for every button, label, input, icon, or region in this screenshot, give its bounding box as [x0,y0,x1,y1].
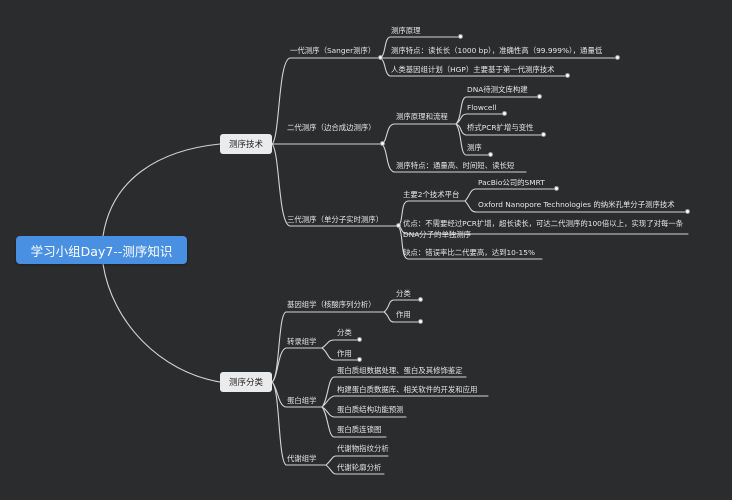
node-flow-bridge-pcr[interactable]: 桥式PCR扩增与变性 [467,123,534,132]
connector-meta-items [325,455,389,475]
expand-toggle-icon[interactable] [488,152,493,157]
connector-root-class [102,263,221,383]
expand-toggle-icon[interactable] [396,223,401,228]
node-platform-nanopore[interactable]: Oxford Nanopore Technologies 的纳米孔单分子测序技术 [478,200,675,209]
connector-platform-items [464,188,689,213]
expand-toggle-icon[interactable] [418,319,423,324]
expand-toggle-icon[interactable] [502,111,507,116]
connector-gen2-flow [381,123,457,145]
node-meta-profile[interactable]: 代谢轮廓分析 [337,463,382,472]
expand-toggle-icon[interactable] [541,132,546,137]
connector-trans-items [321,339,361,361]
node-gen2-flow[interactable]: 测序原理和流程 [396,112,448,121]
connector-root-tech [102,143,221,237]
node-gen1[interactable]: 一代测序（Sanger测序） [290,46,376,55]
expand-toggle-icon[interactable] [357,337,362,342]
expand-toggle-icon[interactable] [378,55,383,60]
node-flow-flowcell[interactable]: Flowcell [467,103,497,112]
node-trans-class[interactable]: 分类 [337,328,352,337]
connector-prot-items [321,376,489,438]
node-meta-fingerprint[interactable]: 代谢物指纹分析 [337,444,389,453]
node-prot-item-1[interactable]: 蛋白质组数据处理、蛋白及其修饰鉴定 [337,366,463,375]
connector-flow-items [455,96,545,156]
expand-toggle-icon[interactable] [418,297,423,302]
node-sequencing-class[interactable]: 测序分类 [220,372,272,392]
connector-class-meta [271,381,327,466]
node-gen1-feature[interactable]: 测序特点：读长长（1000 bp），准确性高（99.999%），通量低 [391,46,603,55]
node-platform-pacbio[interactable]: PacBio公司的SMRT [478,178,545,187]
node-genomics-class[interactable]: 分类 [396,289,411,298]
node-gen3-platforms[interactable]: 主要2个技术平台 [403,190,460,199]
node-flow-sequencing[interactable]: 测序 [467,143,482,152]
expand-toggle-icon[interactable] [685,209,690,214]
node-gen1-principle[interactable]: 测序原理 [391,26,421,35]
node-gen2-feature[interactable]: 测序特点：通量高、时间短、读长短 [396,161,515,170]
connector-tech-gen1 [271,57,381,145]
node-prot-item-2[interactable]: 构建蛋白质数据库、相关软件的开发和应用 [337,385,478,394]
node-genomics-role[interactable]: 作用 [396,310,411,319]
expand-toggle-icon[interactable] [565,73,570,78]
connector-tech-gen3 [271,143,399,227]
connector-gen3-cons [397,225,543,260]
node-sequencing-tech[interactable]: 测序技术 [220,134,272,154]
expand-toggle-icon[interactable] [458,34,463,39]
expand-toggle-icon[interactable] [615,55,620,60]
expand-toggle-icon[interactable] [537,94,542,99]
node-proteomics[interactable]: 蛋白组学 [287,396,317,405]
root-node[interactable]: 学习小组Day7--测序知识 [16,236,187,264]
node-transcriptomics[interactable]: 转录组学 [287,337,317,346]
connector-class-trans [271,347,323,383]
node-metabolomics[interactable]: 代谢组学 [287,454,317,463]
node-gen1-hgp[interactable]: 人类基因组计划（HGP）主要基于第一代测序技术 [391,65,555,74]
node-trans-role[interactable]: 作用 [337,349,352,358]
node-flow-library[interactable]: DNA待测文库构建 [467,85,528,94]
expand-toggle-icon[interactable] [357,357,362,362]
expand-toggle-icon[interactable] [554,186,559,191]
node-gen2[interactable]: 二代测序（边合成边测序） [287,123,376,132]
node-gen3[interactable]: 三代测序（单分子实时测序） [287,215,384,224]
node-gen3-pros[interactable]: 优点：不需要经过PCR扩增，超长读长，可达二代测序的100倍以上，实现了对每一条… [403,219,684,239]
node-prot-item-4[interactable]: 蛋白质连锁图 [337,425,382,434]
expand-toggle-icon[interactable] [380,141,385,146]
node-gen3-cons[interactable]: 缺点：错误率比二代要高，达到10-15% [403,248,535,257]
node-genomics[interactable]: 基因组学（核酸序列分析） [287,300,376,309]
connector-gen2-feature [381,143,527,173]
node-prot-item-3[interactable]: 蛋白质结构功能预测 [337,405,404,414]
connector-genomics-items [383,299,421,323]
